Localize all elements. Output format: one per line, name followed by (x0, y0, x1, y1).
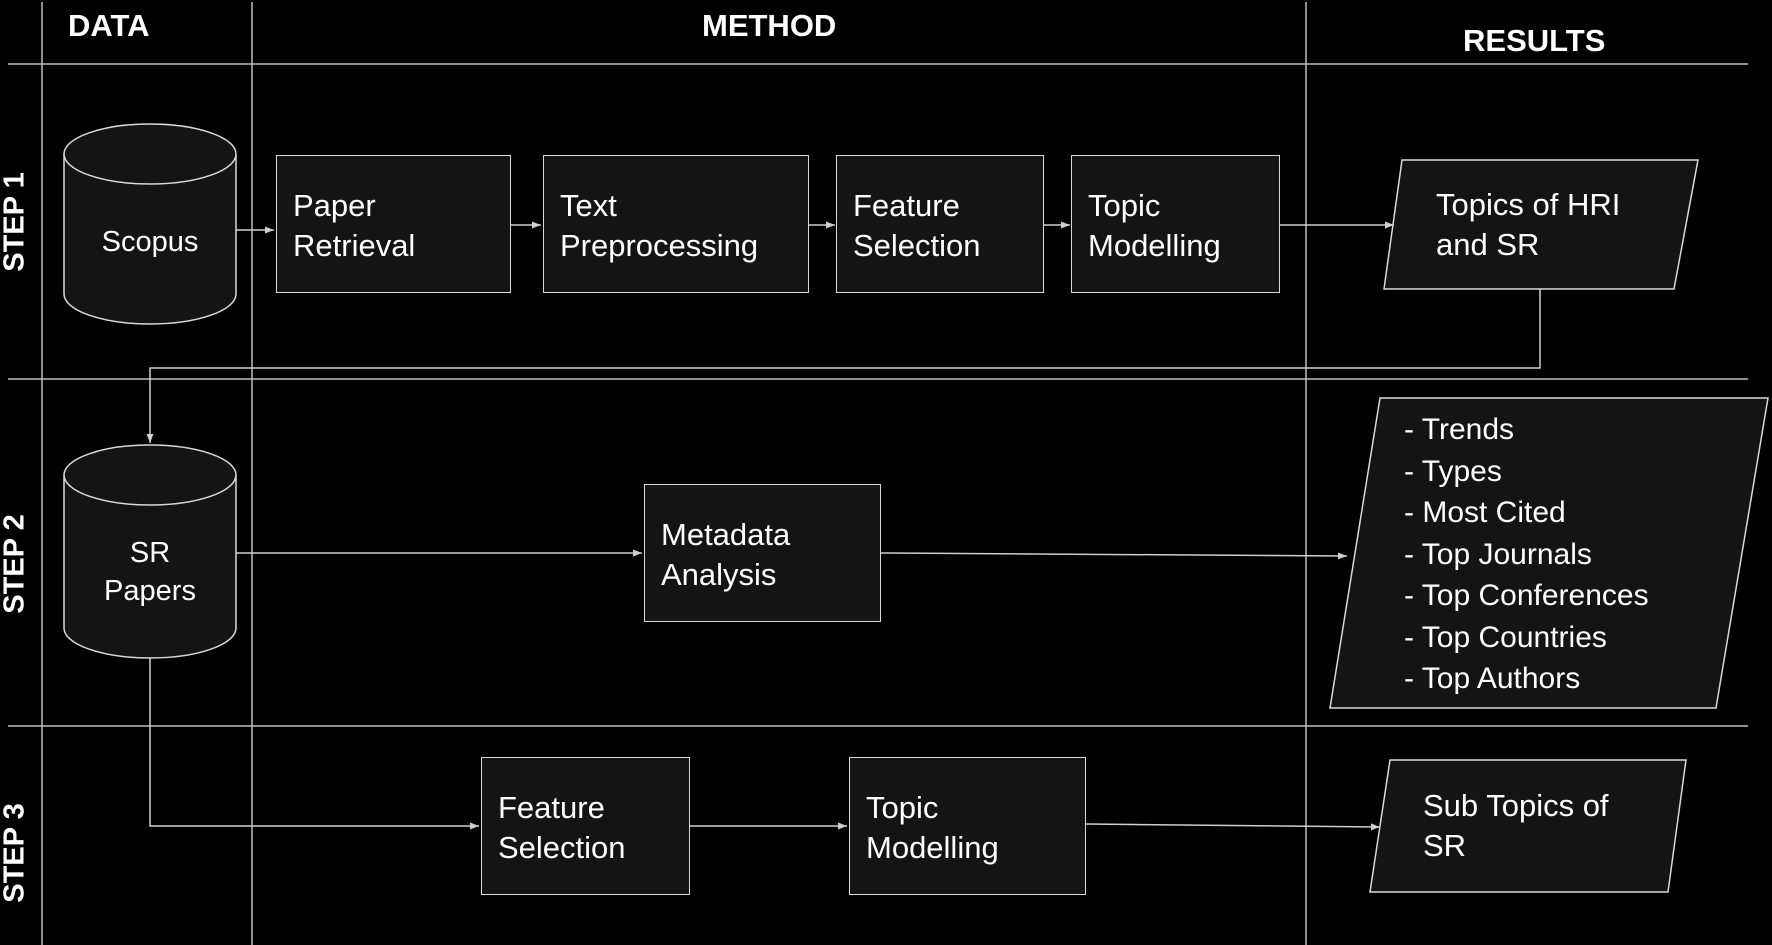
result-metadata-list-shape (1329, 397, 1769, 709)
feature-selection-box-step3: Feature Selection (481, 757, 690, 895)
step-2-label: STEP 2 (0, 514, 31, 614)
metadata-analysis-label: Metadata Analysis (661, 517, 791, 592)
list-item: - Top Conferences (1404, 579, 1649, 612)
sr-papers-cylinder (63, 444, 237, 659)
header-data: DATA (68, 8, 150, 43)
step-3-label: STEP 3 (0, 803, 31, 903)
list-item: - Top Countries (1404, 620, 1607, 654)
swimlane-grid (8, 2, 1748, 945)
arrow-sr-papers-to-feature (149, 658, 479, 830)
result-topics-hri-sr-shape (1383, 159, 1699, 290)
metadata-results-list: - Trends - Types - Most Cited - Top Jour… (1404, 409, 1649, 700)
text-preprocessing-label: Text Preprocessing (560, 188, 759, 263)
list-item: - Types (1404, 454, 1502, 488)
text-preprocessing-box: Text Preprocessing (543, 155, 809, 293)
header-method: METHOD (702, 8, 837, 43)
topic-modelling-box-step1: Topic Modelling (1071, 155, 1280, 293)
feature-selection-label-step3: Feature Selection (498, 790, 626, 865)
sr-papers-label: SR Papers (104, 537, 196, 607)
result-subtopics-sr: Sub Topics of SR (1423, 788, 1609, 863)
paper-retrieval-box: Paper Retrieval (276, 155, 511, 293)
arrow-metadata-to-results (880, 552, 1348, 560)
list-item: - Trends (1404, 413, 1515, 446)
scopus-cylinder (63, 123, 237, 325)
paper-retrieval-label: Paper Retrieval (293, 188, 416, 263)
arrow-topic-to-subtopics (1085, 823, 1381, 831)
step-1-label: STEP 1 (0, 172, 31, 272)
topic-modelling-label-step3: Topic Modelling (866, 790, 999, 865)
list-item: - Most Cited (1404, 496, 1566, 529)
topic-modelling-label-step1: Topic Modelling (1088, 188, 1221, 263)
feature-selection-box-step1: Feature Selection (836, 155, 1044, 293)
feature-selection-label-step1: Feature Selection (853, 188, 981, 263)
result-topics-hri-sr: Topics of HRI and SR (1436, 187, 1621, 262)
header-results: RESULTS (1463, 23, 1606, 58)
scopus-label: Scopus (101, 226, 199, 258)
list-item: - Top Authors (1404, 662, 1581, 695)
result-subtopics-sr-shape (1369, 759, 1687, 893)
arrow-result1-to-sr-papers (146, 289, 1541, 443)
list-item: - Top Journals (1404, 537, 1592, 571)
topic-modelling-box-step3: Topic Modelling (849, 757, 1086, 895)
metadata-analysis-box: Metadata Analysis (644, 484, 881, 622)
